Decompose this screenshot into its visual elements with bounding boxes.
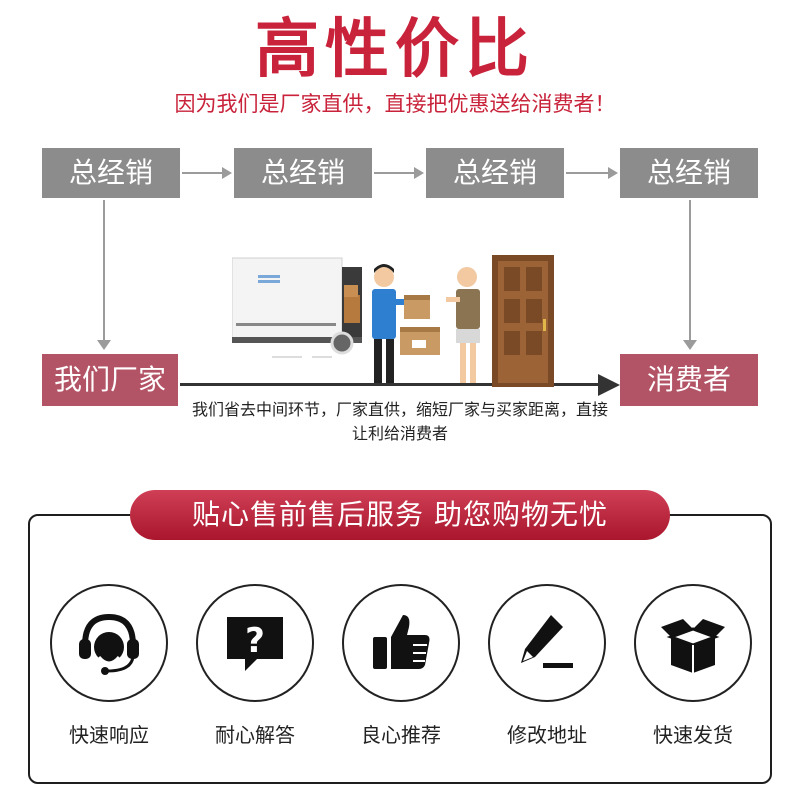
flow-description: 我们省去中间环节，厂家直供，缩短厂家与买家距离，直接让利给消费者: [191, 400, 608, 443]
headset-icon: [79, 613, 139, 675]
customer-figure: [446, 267, 480, 383]
service-label: 快速响应: [69, 723, 149, 747]
door-icon: [492, 255, 554, 387]
page-subtitle: 因为我们是厂家直供，直接把优惠送给消费者！: [174, 92, 616, 116]
truck-icon: [232, 257, 362, 358]
svg-text:?: ?: [245, 621, 265, 661]
pencil-edit-icon: [521, 615, 573, 668]
open-box-icon: [661, 619, 725, 673]
factory-down-arrow: [97, 200, 111, 350]
service-item-fast-response: 快速响应: [50, 584, 168, 748]
consumer-box: 消费者: [620, 354, 758, 406]
delivery-illustration: [232, 255, 554, 387]
service-label: 修改地址: [507, 723, 587, 747]
service-item-fast-shipping: 快速发货: [634, 584, 752, 748]
distributor-box-1: 总经销: [42, 148, 180, 198]
distributor-box-4: 总经销: [620, 148, 758, 198]
distributor-box-2: 总经销: [234, 148, 372, 198]
parcel-boxes: [400, 295, 440, 355]
service-label: 快速发货: [653, 723, 733, 747]
service-item-edit-address: 修改地址: [488, 584, 606, 748]
service-banner: 贴心售前售后服务 助您购物无忧: [130, 490, 670, 540]
flow-arrow-3: [566, 167, 618, 179]
thumbs-up-icon: [373, 615, 430, 669]
page-title: 高性价比: [255, 13, 535, 87]
distributor-box-3: 总经销: [426, 148, 564, 198]
courier-figure: [372, 264, 408, 383]
service-item-honest-recommend: 良心推荐: [342, 584, 460, 748]
service-label: 良心推荐: [361, 723, 441, 747]
direct-arrow-head: [598, 374, 620, 396]
service-label: 耐心解答: [215, 723, 295, 747]
direct-line: [180, 383, 600, 386]
factory-box: 我们厂家: [42, 354, 178, 406]
flow-arrow-1: [182, 167, 232, 179]
question-bubble-icon: ?: [227, 617, 283, 671]
flow-arrow-2: [374, 167, 424, 179]
consumer-down-arrow: [683, 200, 697, 350]
service-item-patient-answer: ? 耐心解答: [196, 584, 314, 748]
